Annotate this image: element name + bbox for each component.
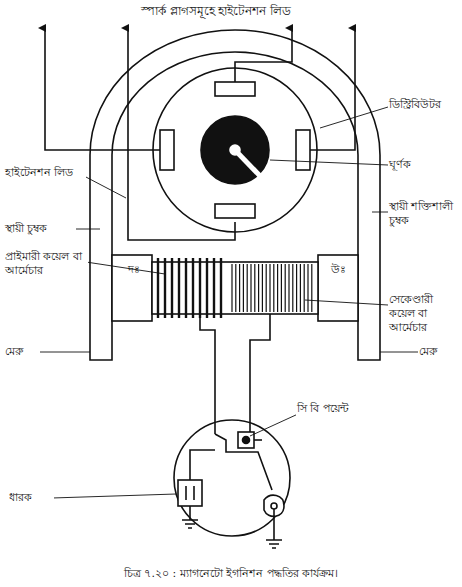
part-label: প্রাইমারী কয়েল বা আর্মেচার	[4, 250, 88, 278]
primary-winding	[192, 258, 194, 318]
rotor-hub	[230, 145, 240, 155]
coil-windings	[158, 258, 312, 318]
leader-line	[52, 494, 176, 498]
secondary-winding	[288, 264, 289, 312]
cam-centre	[271, 503, 277, 509]
leader-line	[320, 107, 388, 128]
part-label: হাইটেনশন লিড	[4, 166, 86, 180]
secondary-winding	[307, 264, 308, 312]
secondary-winding	[258, 264, 259, 312]
distributor-segment	[215, 82, 255, 96]
distributor-segment	[160, 130, 174, 170]
secondary-winding	[262, 264, 263, 312]
pole-mark: উঃ	[322, 263, 354, 277]
secondary-winding	[269, 264, 270, 312]
capacitor	[178, 480, 202, 506]
distributor-cap	[153, 68, 317, 232]
secondary-winding	[300, 264, 301, 312]
part-label: স্থায়ী চুম্বক	[4, 222, 76, 236]
primary-winding	[185, 258, 187, 318]
part-label: মেরু	[4, 345, 40, 359]
capacitor-plate	[185, 486, 187, 500]
armature-core	[152, 262, 318, 314]
part-label: ডিস্ট্রিবিউটর	[388, 98, 462, 112]
ht-lead	[235, 28, 292, 82]
secondary-winding	[254, 264, 255, 312]
leader-line	[372, 212, 388, 213]
part-label: ঘূর্ণক	[388, 158, 462, 172]
distributor-segment	[215, 204, 255, 218]
leader-line	[270, 160, 388, 165]
secondary-winding	[292, 264, 293, 312]
primary-wire	[200, 314, 215, 434]
primary-winding	[220, 258, 222, 318]
secondary-winding	[231, 264, 232, 312]
capacitor-wire	[189, 506, 191, 520]
pole-shoe	[112, 255, 152, 321]
cb-pivot	[243, 437, 250, 444]
pole-shoe	[318, 255, 358, 321]
part-label: সেকেণ্ডারী কয়েল বা আর্মেচার	[388, 293, 462, 334]
secondary-winding	[235, 264, 236, 312]
leader-line	[84, 176, 126, 198]
primary-winding	[178, 258, 180, 318]
secondary-winding	[273, 264, 274, 312]
leader-line	[86, 262, 165, 274]
leader-line	[305, 300, 388, 305]
distributor-segment	[296, 130, 310, 170]
rotor-arm	[235, 150, 262, 178]
part-label: মেরু	[418, 345, 460, 359]
cb-arm	[215, 434, 272, 490]
ht-lead	[128, 28, 235, 240]
leader-line	[380, 352, 418, 353]
primary-wire	[250, 314, 270, 432]
cb-contact-point	[254, 439, 262, 441]
capacitor-plate	[193, 486, 195, 500]
secondary-winding	[304, 264, 305, 312]
primary-winding	[206, 258, 208, 318]
rotor-disc	[201, 116, 269, 184]
cb-contact	[238, 432, 254, 448]
primary-winding	[213, 258, 215, 318]
ground-wire	[273, 509, 275, 540]
ht-lead	[310, 28, 355, 150]
secondary-winding	[243, 264, 244, 312]
secondary-winding	[247, 264, 248, 312]
part-label: স্থায়ী শক্তিশালী চুম্বক	[388, 200, 462, 228]
secondary-winding	[250, 264, 251, 312]
leader-line	[250, 414, 298, 436]
secondary-winding	[266, 264, 267, 312]
part-label: সি বি পয়েন্ট	[296, 402, 398, 416]
primary-winding	[199, 258, 201, 318]
top-heading: স্পার্ক প্লাগসমূহে হাইটেনশন লিড	[95, 4, 337, 19]
secondary-winding	[311, 264, 312, 312]
secondary-winding	[239, 264, 240, 312]
secondary-winding	[277, 264, 278, 312]
secondary-winding	[281, 264, 282, 312]
primary-winding	[171, 258, 173, 318]
pole-mark: দঃ	[118, 263, 150, 277]
primary-winding	[157, 258, 159, 318]
leader-line	[74, 229, 100, 230]
part-label: ধারক	[8, 491, 54, 505]
leader-line	[38, 352, 90, 353]
secondary-winding	[285, 264, 286, 312]
ground-symbol	[266, 540, 282, 548]
ground-symbol	[182, 520, 198, 528]
secondary-winding	[296, 264, 297, 312]
primary-winding	[164, 258, 166, 318]
figure-caption: চিত্র ৭.২০ : ম্যাগনেটো ইগনিশন পদ্ধতির কা…	[0, 565, 462, 584]
cb-housing	[174, 420, 290, 536]
ht-lead	[45, 28, 160, 150]
